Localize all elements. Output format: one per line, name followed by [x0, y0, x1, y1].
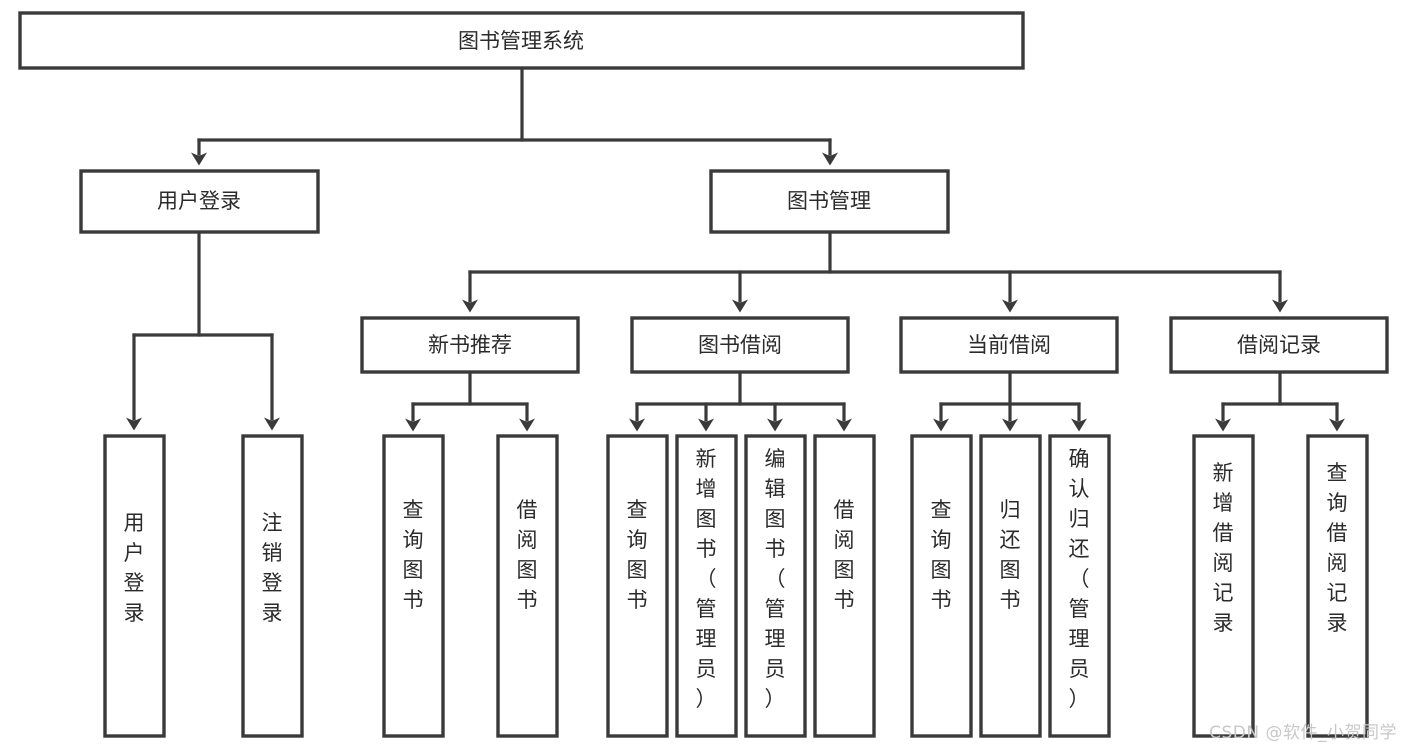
leaf-box[interactable] — [1306, 434, 1369, 738]
leaf-label: 确认归还（管理员） — [1069, 447, 1090, 711]
leaf-label: 查询借阅记录 — [1327, 461, 1348, 635]
leaf-box[interactable] — [979, 434, 1042, 738]
leaf-label: 新增借阅记录 — [1213, 461, 1234, 635]
connector-borrow-to-leaves — [629, 370, 852, 432]
leaf-box[interactable] — [910, 434, 973, 738]
node-book-management-box[interactable] — [709, 169, 950, 234]
node-user-login-box[interactable] — [79, 169, 320, 234]
leaf-box[interactable] — [675, 434, 738, 738]
leaf-borrow-1[interactable]: 新增图书（管理员） — [675, 434, 738, 738]
node-book-management-label: 图书管理 — [787, 189, 871, 213]
leaf-box[interactable] — [744, 434, 807, 738]
leaf-label: 新增图书（管理员） — [696, 447, 717, 711]
connector-records-to-leaves — [1215, 370, 1345, 432]
leaf-label: 归还图书 — [1000, 498, 1021, 612]
connector-root-to-level2 — [191, 66, 838, 166]
leaf-records-0[interactable]: 新增借阅记录 — [1192, 434, 1255, 738]
node-new-book-recommend-label: 新书推荐 — [428, 333, 512, 357]
connector-userlogin-to-leaves — [126, 230, 280, 431]
node-book-management[interactable]: 图书管理 — [709, 169, 950, 234]
leaf-label: 注销登录 — [262, 511, 283, 625]
node-user-login-label: 用户登录 — [157, 189, 241, 213]
node-root-label: 图书管理系统 — [458, 29, 584, 53]
leaf-box[interactable] — [241, 434, 304, 738]
node-current-borrow-box[interactable] — [899, 316, 1119, 374]
leaf-box[interactable] — [1192, 434, 1255, 738]
leaf-box[interactable] — [606, 434, 669, 738]
leaf-label: 编辑图书（管理员） — [765, 447, 786, 711]
node-current-borrow[interactable]: 当前借阅 — [899, 316, 1119, 374]
node-root-box[interactable] — [18, 11, 1025, 70]
csdn-watermark: CSDN @软件_小贺同学 — [1209, 723, 1397, 743]
node-root[interactable]: 图书管理系统 — [18, 11, 1025, 70]
leaf-label: 查询图书 — [627, 498, 648, 612]
leaf-records-1[interactable]: 查询借阅记录 — [1306, 434, 1369, 738]
leaf-box[interactable] — [382, 434, 445, 738]
leaf-new-book-1[interactable]: 借阅图书 — [496, 434, 559, 738]
leaf-box[interactable] — [1048, 434, 1111, 738]
node-user-login[interactable]: 用户登录 — [79, 169, 320, 234]
connector-newbook-to-leaves — [405, 370, 535, 432]
connector-current-to-leaves — [933, 370, 1087, 432]
node-new-book-recommend-box[interactable] — [360, 316, 580, 374]
node-borrow-records[interactable]: 借阅记录 — [1169, 316, 1389, 374]
node-new-book-recommend[interactable]: 新书推荐 — [360, 316, 580, 374]
leaf-box[interactable] — [813, 434, 876, 738]
node-book-borrow-box[interactable] — [630, 316, 850, 374]
leaf-current-0[interactable]: 查询图书 — [910, 434, 973, 738]
leaf-new-book-0[interactable]: 查询图书 — [382, 434, 445, 738]
leaf-box[interactable] — [103, 434, 166, 738]
leaf-borrow-2[interactable]: 编辑图书（管理员） — [744, 434, 807, 738]
leaf-current-2[interactable]: 确认归还（管理员） — [1048, 434, 1111, 738]
leaf-label: 借阅图书 — [834, 498, 855, 612]
node-current-borrow-label: 当前借阅 — [967, 333, 1051, 357]
connector-bookmgmt-to-level3 — [462, 230, 1288, 313]
node-book-borrow-label: 图书借阅 — [698, 333, 782, 357]
leaf-label: 借阅图书 — [517, 498, 538, 612]
leaf-label: 查询图书 — [403, 498, 424, 612]
node-borrow-records-box[interactable] — [1169, 316, 1389, 374]
leaf-borrow-0[interactable]: 查询图书 — [606, 434, 669, 738]
leaf-label: 用户登录 — [124, 511, 145, 625]
leaf-label: 查询图书 — [931, 498, 952, 612]
leaf-user-login-1[interactable]: 注销登录 — [241, 434, 304, 738]
leaf-box[interactable] — [496, 434, 559, 738]
node-book-borrow[interactable]: 图书借阅 — [630, 316, 850, 374]
leaf-user-login-0[interactable]: 用户登录 — [103, 434, 166, 738]
leaf-borrow-3[interactable]: 借阅图书 — [813, 434, 876, 738]
leaf-current-1[interactable]: 归还图书 — [979, 434, 1042, 738]
node-borrow-records-label: 借阅记录 — [1237, 333, 1321, 357]
